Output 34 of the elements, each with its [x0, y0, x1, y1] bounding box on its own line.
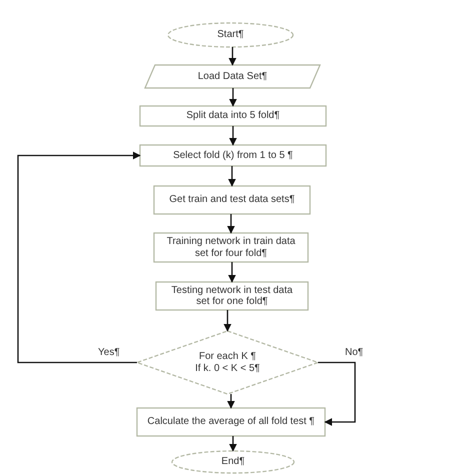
process-box — [153, 232, 309, 263]
process-box — [139, 144, 327, 167]
process-box — [136, 407, 326, 437]
edge-label: Yes¶ — [98, 346, 120, 358]
input-parallelogram — [144, 64, 321, 89]
terminal-ellipse — [171, 450, 295, 474]
node-label: Testing network in test data set for one fold¶ — [170, 284, 294, 308]
process-box — [139, 105, 327, 127]
edge-label: No¶ — [345, 346, 364, 358]
arrow — [228, 47, 236, 66]
node-label: Get train and test data sets¶ — [169, 194, 295, 206]
process-box — [153, 185, 311, 215]
process-box — [155, 281, 309, 311]
node-label: Calculate the average of all fold test ¶ — [147, 416, 315, 428]
node-label: For each K ¶ — [198, 351, 256, 362]
arrow — [229, 126, 237, 146]
arrow — [224, 310, 232, 332]
arrow — [17, 152, 141, 364]
arrow — [228, 166, 236, 187]
node-label: Select fold (k) from 1 to 5 ¶ — [173, 150, 293, 162]
node-label: Training network in train data set for four fold¶ — [166, 236, 296, 259]
decision-diamond — [135, 330, 320, 395]
node-label: Start¶ — [217, 29, 244, 41]
arrow — [228, 262, 236, 283]
arrow — [318, 362, 356, 426]
node-label: End¶ — [221, 456, 245, 468]
arrow — [229, 88, 237, 107]
arrow — [227, 394, 235, 409]
node-label: If k. 0 < K < 5¶ — [195, 362, 260, 374]
node-label: Load Data Set¶ — [198, 70, 268, 82]
arrow — [227, 214, 235, 234]
arrow — [229, 436, 237, 452]
node-label: Split data into 5 fold¶ — [186, 110, 280, 122]
terminal-ellipse — [167, 22, 294, 48]
